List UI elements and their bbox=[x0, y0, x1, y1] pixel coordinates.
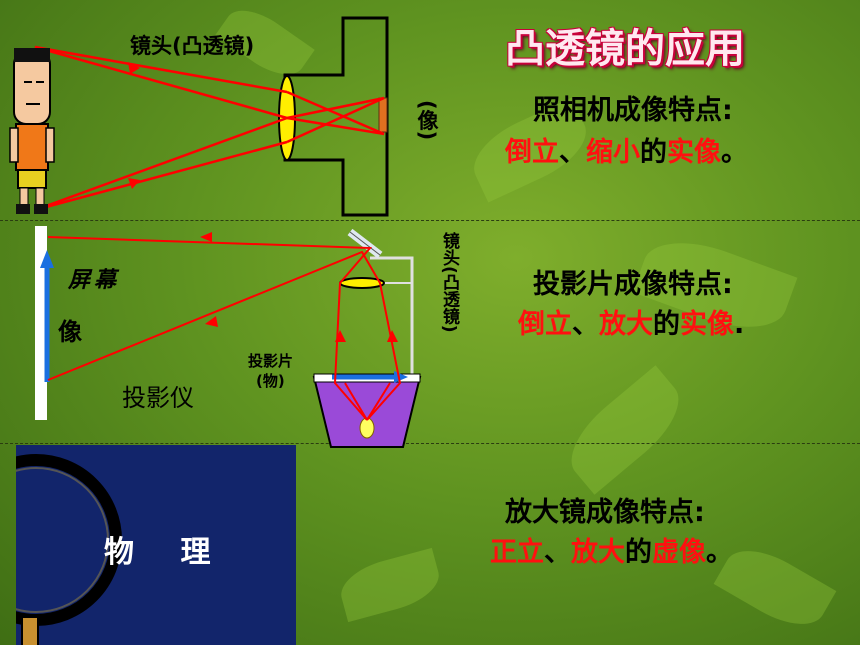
camera-film-image bbox=[378, 97, 388, 133]
camera-image-label: (像) bbox=[415, 100, 439, 141]
magnifying-glass bbox=[16, 454, 122, 645]
magnified-text: 物 理 bbox=[104, 535, 229, 570]
section-divider bbox=[0, 443, 860, 444]
camera-feature-size: 缩小 bbox=[586, 137, 640, 168]
magnifier-feature-de: 的 bbox=[625, 537, 652, 568]
projector-feature-size: 放大 bbox=[599, 309, 653, 340]
camera-feature-orientation: 倒立 bbox=[505, 137, 559, 168]
section-divider bbox=[0, 220, 860, 221]
magnifier-feature-size: 放大 bbox=[571, 537, 625, 568]
projector-device-label: 投影仪 bbox=[122, 384, 194, 412]
projection-screen bbox=[35, 226, 47, 420]
magnifier-feature-sep: 、 bbox=[544, 537, 571, 568]
camera-feature-type: 实像 bbox=[667, 137, 721, 168]
projector-feature: 倒立、放大的实像. bbox=[518, 302, 744, 341]
page-title: 凸透镜的应用 bbox=[505, 26, 745, 72]
magnifier-panel: 物 理 bbox=[16, 445, 296, 645]
camera-feature-heading: 照相机成像特点: bbox=[533, 95, 733, 126]
projector-feature-sep: 、 bbox=[572, 309, 599, 340]
magnifier-feature-orientation: 正立 bbox=[490, 537, 544, 568]
camera-feature: 倒立、缩小的实像。 bbox=[505, 130, 748, 169]
projector-lens-label: 镜头(凸透镜) bbox=[439, 232, 459, 333]
projector-feature-end: . bbox=[734, 309, 745, 340]
magnifier-feature-heading: 放大镜成像特点: bbox=[505, 497, 705, 528]
magnifier-feature-end: 。 bbox=[706, 537, 733, 568]
person-figure bbox=[9, 48, 55, 214]
slide-label: 投影片 bbox=[248, 352, 294, 370]
light-bulb bbox=[359, 417, 375, 439]
camera-feature-end: 。 bbox=[721, 137, 748, 168]
projector-feature-orientation: 倒立 bbox=[518, 309, 572, 340]
camera-body bbox=[283, 16, 389, 217]
camera-lens-label: 镜头(凸透镜) bbox=[130, 34, 255, 58]
camera-feature-de: 的 bbox=[640, 137, 667, 168]
magnifier-feature-type: 虚像 bbox=[652, 537, 706, 568]
projected-image-label: 像 bbox=[58, 318, 82, 346]
projector-feature-type: 实像 bbox=[680, 309, 734, 340]
object-label: (物) bbox=[256, 372, 285, 390]
projector-feature-de: 的 bbox=[653, 309, 680, 340]
projector-feature-heading: 投影片成像特点: bbox=[533, 269, 733, 300]
magnifier-feature: 正立、放大的虚像。 bbox=[490, 530, 733, 569]
screen-label: 屏幕 bbox=[68, 268, 121, 293]
camera-feature-sep: 、 bbox=[559, 137, 586, 168]
